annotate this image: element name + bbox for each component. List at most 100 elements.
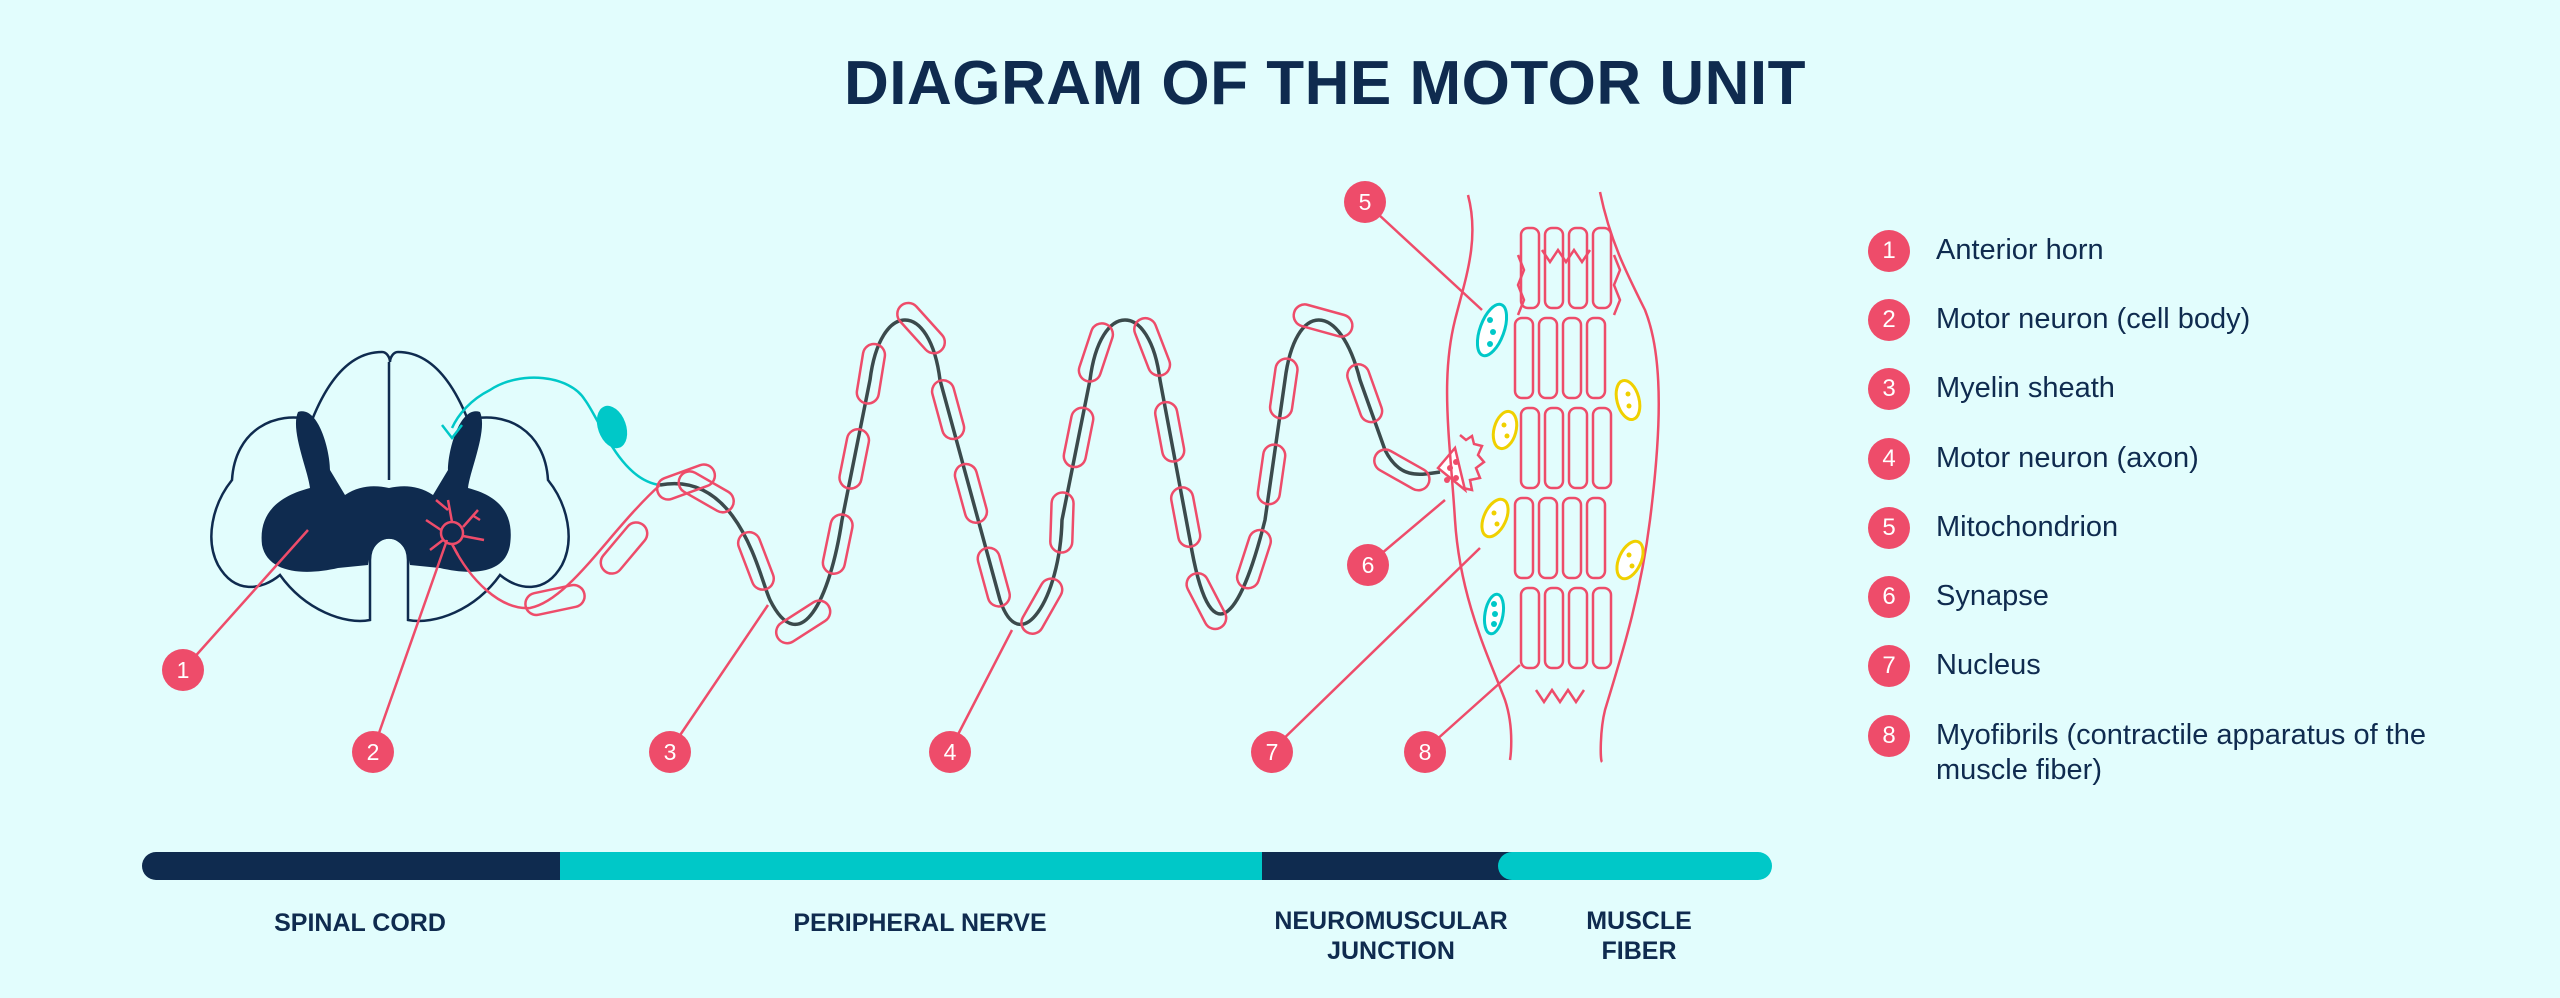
marker-number: 7 — [1266, 739, 1279, 765]
myofibril-bottom — [1534, 687, 1586, 705]
myelin-segment — [976, 546, 1012, 608]
marker-circle — [929, 731, 971, 773]
myofibril-segment — [1519, 406, 1541, 490]
marker-circle — [1404, 731, 1446, 773]
section-label-muscle-fiber: MUSCLE FIBER — [1586, 907, 1692, 965]
muscle-membrane-right — [1598, 191, 1660, 763]
marker-circle — [1251, 731, 1293, 773]
gray-matter — [261, 411, 511, 572]
section-label-neuromuscular-junction: NEUROMUSCULAR JUNCTION — [1274, 907, 1508, 965]
legend-label: Mitochondrion — [1936, 511, 2119, 543]
myelin-segment — [1346, 363, 1384, 424]
legend-item: 6 Synapse — [1868, 576, 2456, 618]
legend-number: 3 — [1868, 368, 1910, 410]
marker-number: 8 — [1419, 739, 1432, 765]
myelin-segment — [1049, 491, 1075, 554]
myelin-segment — [1256, 443, 1287, 506]
myelin-segment — [1153, 400, 1186, 463]
myelin-segment — [1292, 303, 1354, 338]
legend-number: 8 — [1868, 715, 1910, 757]
marker-number: 4 — [944, 739, 957, 765]
legend-item: 7 Nucleus — [1868, 645, 2456, 687]
nucleus — [1480, 378, 1645, 581]
myofibril-segment — [1519, 586, 1541, 670]
legend-label: Motor neuron (axon) — [1936, 442, 2199, 474]
myelin-segment — [599, 521, 649, 575]
myofibril-segment — [1591, 586, 1613, 670]
legend-number: 5 — [1868, 507, 1910, 549]
myofibril-segment — [1513, 496, 1535, 580]
myelin-segment — [855, 342, 887, 405]
leader-lines — [182, 201, 1521, 751]
myelin-sheath — [524, 301, 1431, 645]
legend-number: 1 — [1868, 230, 1910, 272]
myelin-segment — [896, 301, 947, 355]
myelin-segment — [821, 513, 854, 575]
muscle-membrane-left — [1445, 194, 1513, 761]
marker-number: 5 — [1359, 189, 1372, 215]
nucleus-dots — [1491, 391, 1635, 569]
myelin-segment — [1373, 448, 1431, 492]
myofibril-segment — [1519, 226, 1541, 310]
legend-label: Nucleus — [1936, 649, 2041, 681]
myelin-segment — [1020, 577, 1064, 635]
spinal-cord-outline — [210, 350, 570, 623]
marker-number: 1 — [177, 657, 190, 683]
myofibril-top — [1540, 247, 1592, 265]
mitochondrion-lower — [1482, 592, 1506, 636]
myofibril-segment — [1561, 496, 1583, 580]
marker-circle — [1347, 544, 1389, 586]
myofibril-segment — [1585, 316, 1607, 400]
legend-item: 5 Mitochondrion — [1868, 507, 2456, 549]
marker-circle — [1344, 181, 1386, 223]
marker-number: 6 — [1362, 552, 1375, 578]
synaptic-cleft — [1459, 433, 1486, 492]
sensory-arrow-icon — [441, 424, 463, 441]
section-label-spinal-cord: SPINAL CORD — [274, 909, 446, 937]
legend-item: 3 Myelin sheath — [1868, 368, 2456, 410]
legend-label: Motor neuron (cell body) — [1936, 303, 2251, 335]
marker-number: 2 — [367, 739, 380, 765]
page-title: DIAGRAM OF THE MOTOR UNIT — [844, 49, 1806, 118]
myelin-segment — [1169, 486, 1202, 549]
legend-number: 7 — [1868, 645, 1910, 687]
myofibril-segment — [1537, 496, 1559, 580]
myofibril-segment — [1567, 226, 1589, 310]
myelin-segment — [524, 583, 586, 617]
marker-circle — [352, 731, 394, 773]
legend-label: Anterior horn — [1936, 234, 2104, 266]
legend-number: 4 — [1868, 438, 1910, 480]
legend-label: Myofibrils (contractile apparatus of the… — [1936, 719, 2426, 786]
marker-circle — [162, 649, 204, 691]
myelin-segment — [774, 599, 832, 645]
myofibril-segment — [1543, 586, 1565, 670]
legend-item: 4 Motor neuron (axon) — [1868, 438, 2456, 480]
legend-number: 2 — [1868, 299, 1910, 341]
legend-label: Myelin sheath — [1936, 372, 2115, 404]
myelin-segment — [953, 462, 989, 524]
myofibril-segment — [1543, 406, 1565, 490]
myelin-segment — [1185, 571, 1228, 631]
myofibril-segment — [1591, 406, 1613, 490]
marker-circle — [649, 731, 691, 773]
myelin-segment — [1133, 316, 1172, 377]
myelin-segment — [838, 428, 871, 490]
myofibril-strand — [1612, 254, 1622, 316]
sensory-ganglion — [596, 405, 628, 449]
myelin-segment — [1077, 322, 1115, 383]
myofibril-segment — [1591, 226, 1613, 310]
myelin-segment — [1062, 406, 1095, 469]
myelin-segment — [736, 530, 775, 591]
myofibril-segment — [1585, 496, 1607, 580]
myelin-segment — [655, 463, 717, 501]
myofibril-segment — [1567, 406, 1589, 490]
muscle-fiber — [1445, 191, 1660, 763]
myofibril-strand — [1516, 254, 1526, 316]
myofibril-segment — [1567, 586, 1589, 670]
section-label-peripheral-nerve: PERIPHERAL NERVE — [793, 909, 1047, 937]
legend-label: Synapse — [1936, 580, 2049, 612]
myelin-segment — [930, 379, 966, 441]
sensory-fiber — [450, 376, 661, 487]
